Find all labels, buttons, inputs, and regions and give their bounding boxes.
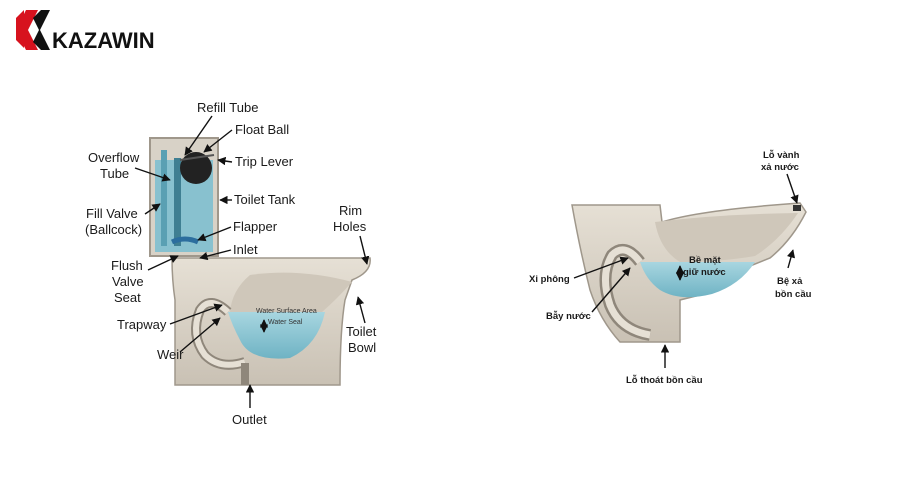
label-bowl-flush-1: Bệ xả bbox=[777, 276, 803, 287]
label-refill-tube: Refill Tube bbox=[197, 100, 258, 115]
fill-valve-shape bbox=[161, 150, 167, 246]
left-arrows bbox=[134, 115, 370, 408]
brand-name: KAZAWIN bbox=[52, 28, 155, 53]
label-flush-valve-seat-3: Seat bbox=[114, 290, 141, 305]
label-trap-water: Bẫy nước bbox=[546, 311, 591, 322]
label-flapper: Flapper bbox=[233, 219, 278, 234]
right-bowl-water bbox=[640, 262, 755, 298]
label-trip-lever: Trip Lever bbox=[235, 154, 294, 169]
label-fill-valve-2: (Ballcock) bbox=[85, 222, 142, 237]
label-water-seal: Water Seal bbox=[268, 319, 303, 326]
bowl-water bbox=[228, 312, 325, 359]
float-ball-shape bbox=[180, 152, 212, 184]
label-rim-hole-2: xả nước bbox=[761, 162, 799, 173]
label-overflow-tube-1: Overflow bbox=[88, 150, 140, 165]
label-rim-hole-1: Lỗ vành bbox=[763, 150, 800, 161]
right-arrows bbox=[573, 173, 799, 368]
label-water-surface-2: giữ nước bbox=[683, 267, 726, 278]
label-inlet: Inlet bbox=[233, 242, 258, 257]
overflow-tube-shape bbox=[174, 158, 181, 246]
label-flush-valve-seat-2: Valve bbox=[112, 274, 144, 289]
label-float-ball: Float Ball bbox=[235, 122, 289, 137]
label-drain-hole: Lỗ thoát bồn cầu bbox=[626, 375, 703, 386]
label-toilet-bowl-2: Bowl bbox=[348, 340, 376, 355]
label-overflow-tube-2: Tube bbox=[100, 166, 129, 181]
label-toilet-bowl-1: Toilet bbox=[346, 324, 377, 339]
label-fill-valve-1: Fill Valve bbox=[86, 206, 138, 221]
label-siphon: Xi phông bbox=[529, 274, 570, 285]
label-weir: Weir bbox=[157, 347, 184, 362]
flapper-shape bbox=[170, 236, 200, 245]
label-flush-valve-seat-1: Flush bbox=[111, 258, 143, 273]
label-water-surface-area: Water Surface Area bbox=[256, 308, 317, 315]
label-bowl-flush-2: bồn cầu bbox=[775, 289, 812, 300]
kazawin-logo: KAZAWIN bbox=[16, 10, 155, 53]
label-toilet-tank: Toilet Tank bbox=[234, 192, 296, 207]
label-water-surface-1: Bề mặt bbox=[689, 255, 722, 266]
label-trapway: Trapway bbox=[117, 317, 167, 332]
label-rim-holes-2: Holes bbox=[333, 219, 367, 234]
right-toilet-diagram: Lỗ vành xả nước Bề mặt giữ nước Xi phông… bbox=[529, 150, 812, 386]
label-outlet: Outlet bbox=[232, 412, 267, 427]
label-rim-holes-1: Rim bbox=[339, 203, 362, 218]
left-toilet-diagram: Refill Tube Float Ball Overflow Tube Tri… bbox=[85, 100, 377, 427]
